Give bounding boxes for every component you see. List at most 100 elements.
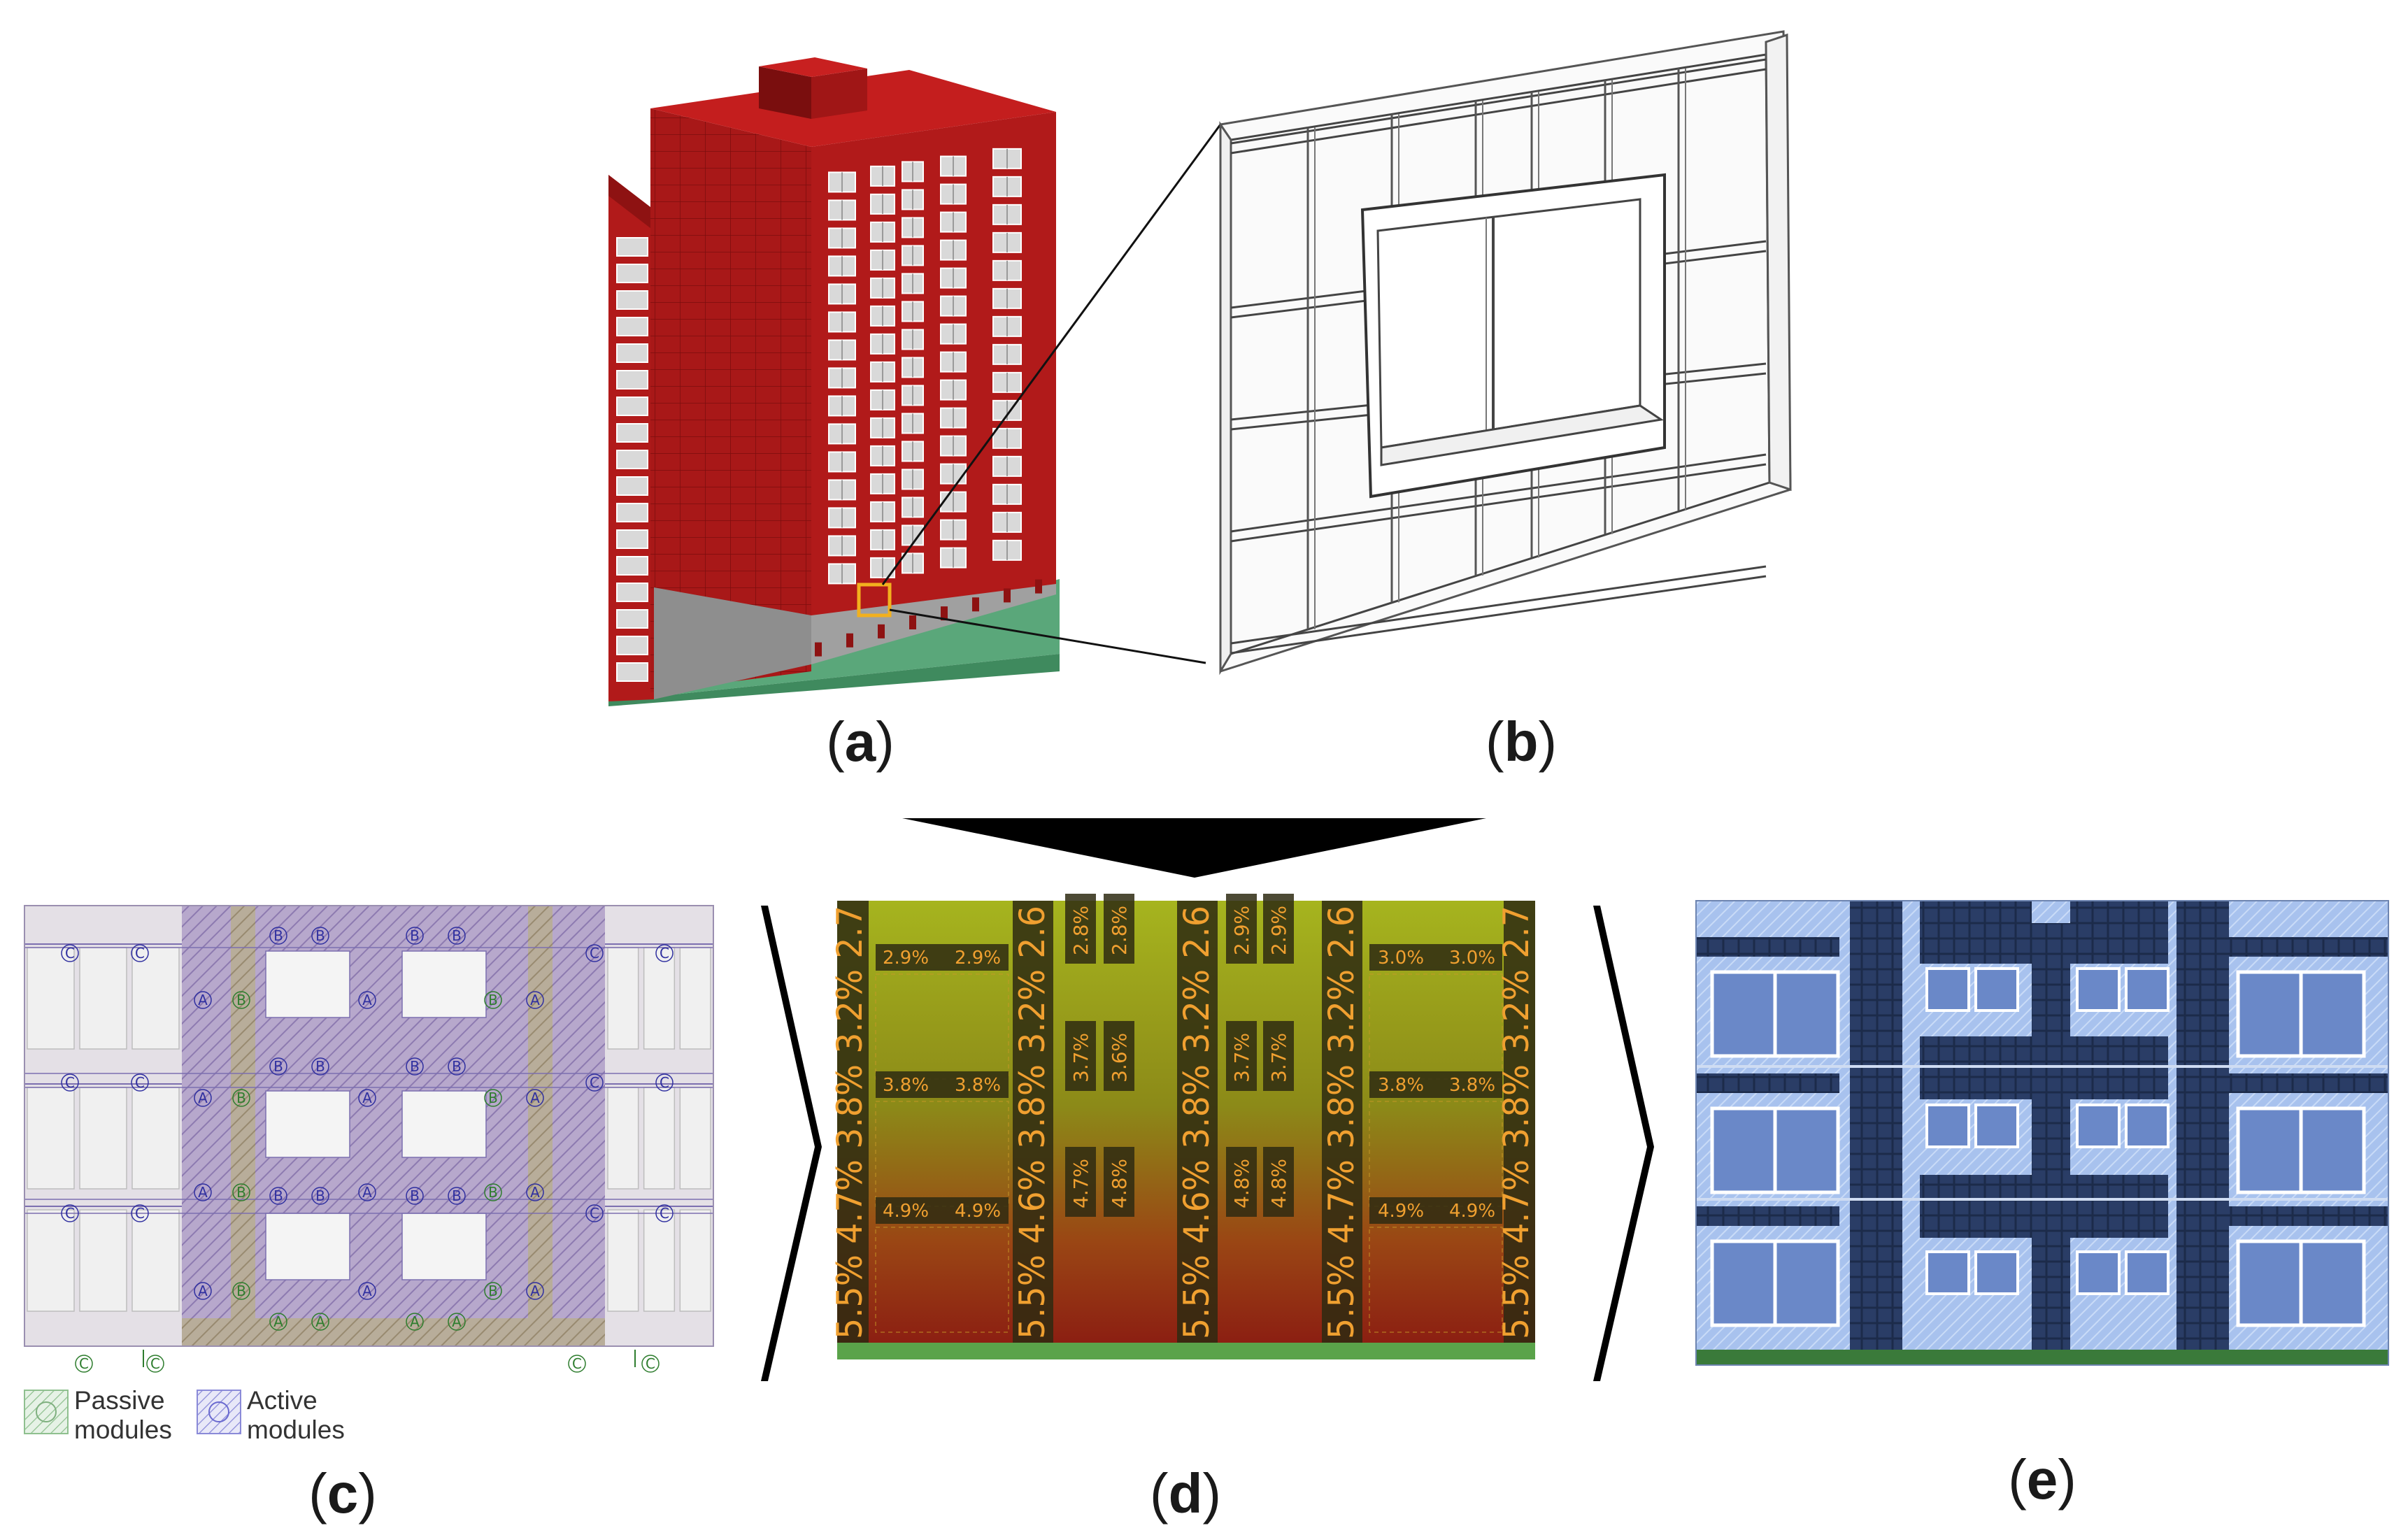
building-3d-model (608, 57, 1060, 706)
tower-side-face (650, 108, 811, 692)
svg-text:3.6%: 3.6% (1108, 1033, 1131, 1083)
svg-text:3.8%: 3.8% (955, 1075, 1001, 1096)
svg-text:C: C (646, 1355, 655, 1372)
svg-text:5.5% 4.6% 3.8% 3.2% 2.6: 5.5% 4.6% 3.8% 3.2% 2.6 (1176, 906, 1217, 1339)
zoom-line-bottom (889, 608, 1206, 664)
svg-text:A: A (273, 1313, 283, 1330)
svg-text:A: A (362, 1283, 372, 1299)
svg-text:A: A (198, 1090, 208, 1106)
svg-text:4.8%: 4.8% (1230, 1159, 1253, 1208)
performance-heatmap: 5.5% 4.7% 3.8% 3.2% 2.7 5.5% 4.6% 3.8% 3.… (829, 894, 1537, 1359)
rendered-facade (1695, 900, 2389, 1366)
svg-text:A: A (530, 1090, 540, 1106)
selected-module-highlight (857, 583, 892, 617)
svg-text:B: B (236, 992, 246, 1008)
caption-c: (c) (308, 1462, 377, 1525)
chevron-right-icon (761, 906, 822, 1381)
legend-passive-label: Passive modules (74, 1386, 172, 1444)
svg-text:4.9%: 4.9% (1449, 1201, 1495, 1222)
svg-text:A: A (198, 992, 208, 1008)
svg-text:C: C (660, 1074, 669, 1091)
svg-text:C: C (65, 1074, 75, 1091)
svg-text:C: C (135, 945, 145, 962)
legend-active-label: Active modules (247, 1386, 345, 1444)
svg-text:5.5% 4.7% 3.8% 3.2% 2.7: 5.5% 4.7% 3.8% 3.2% 2.7 (1496, 906, 1537, 1339)
svg-text:C: C (590, 1205, 599, 1222)
svg-text:A: A (530, 1184, 540, 1201)
svg-text:4.8%: 4.8% (1267, 1159, 1290, 1208)
svg-text:A: A (362, 1090, 372, 1106)
svg-text:2.9%: 2.9% (1267, 906, 1290, 955)
caption-e: (e) (2008, 1448, 2076, 1511)
chevron-right-icon (1593, 906, 1654, 1381)
svg-text:3.8%: 3.8% (1449, 1075, 1495, 1096)
svg-text:C: C (65, 945, 75, 962)
svg-text:3.8%: 3.8% (1378, 1075, 1424, 1096)
svg-text:5.5% 4.7% 3.8% 3.2% 2.7: 5.5% 4.7% 3.8% 3.2% 2.7 (829, 906, 870, 1339)
svg-text:B: B (488, 992, 498, 1008)
svg-text:A: A (198, 1283, 208, 1299)
svg-text:4.9%: 4.9% (955, 1201, 1001, 1222)
caption-b: (b) (1485, 711, 1558, 773)
svg-text:3.0%: 3.0% (1449, 948, 1495, 969)
svg-text:A: A (452, 1313, 462, 1330)
svg-text:2.9%: 2.9% (1230, 906, 1253, 955)
svg-text:2.8%: 2.8% (1108, 906, 1131, 955)
svg-text:C: C (590, 1074, 599, 1091)
svg-text:B: B (273, 927, 283, 944)
svg-text:C: C (590, 945, 599, 962)
svg-text:A: A (530, 992, 540, 1008)
svg-text:B: B (315, 1058, 325, 1075)
svg-text:A: A (362, 1184, 372, 1201)
svg-text:4.8%: 4.8% (1108, 1159, 1131, 1208)
svg-text:B: B (273, 1058, 283, 1075)
svg-text:5.5% 4.7% 3.8% 3.2% 2.6: 5.5% 4.7% 3.8% 3.2% 2.6 (1321, 906, 1362, 1339)
svg-text:A: A (530, 1283, 540, 1299)
svg-text:C: C (660, 1205, 669, 1222)
svg-text:C: C (660, 945, 669, 962)
svg-text:B: B (236, 1283, 246, 1299)
flow-arrow-icon (902, 818, 1486, 878)
svg-text:A: A (198, 1184, 208, 1201)
svg-text:B: B (488, 1283, 498, 1299)
svg-text:C: C (65, 1205, 75, 1222)
svg-text:B: B (452, 927, 462, 944)
svg-text:B: B (236, 1184, 246, 1201)
svg-text:3.7%: 3.7% (1230, 1033, 1253, 1083)
svg-text:B: B (315, 927, 325, 944)
svg-text:C: C (79, 1355, 89, 1372)
zoom-line-top (881, 124, 1222, 585)
svg-text:B: B (410, 1058, 420, 1075)
svg-text:A: A (362, 992, 372, 1008)
svg-text:C: C (135, 1205, 145, 1222)
svg-text:3.8%: 3.8% (883, 1075, 929, 1096)
legend-passive-swatch (24, 1390, 69, 1434)
svg-text:B: B (410, 1187, 420, 1204)
svg-text:B: B (410, 927, 420, 944)
svg-text:B: B (452, 1187, 462, 1204)
caption-d: (d) (1149, 1462, 1222, 1525)
svg-text:2.9%: 2.9% (955, 948, 1001, 969)
svg-text:3.7%: 3.7% (1069, 1033, 1092, 1083)
svg-text:4.9%: 4.9% (883, 1201, 929, 1222)
svg-text:2.9%: 2.9% (883, 948, 929, 969)
legend-active-swatch (197, 1390, 241, 1434)
building-windows (616, 148, 1042, 682)
svg-text:A: A (315, 1313, 325, 1330)
svg-text:5.5% 4.6% 3.8% 3.2% 2.6: 5.5% 4.6% 3.8% 3.2% 2.6 (1012, 906, 1053, 1339)
svg-text:3.0%: 3.0% (1378, 948, 1424, 969)
legend (24, 1390, 241, 1434)
module-wireframe (1219, 30, 1792, 676)
svg-text:3.7%: 3.7% (1267, 1033, 1290, 1083)
svg-text:B: B (236, 1090, 246, 1106)
svg-text:C: C (150, 1355, 160, 1372)
svg-text:4.7%: 4.7% (1069, 1159, 1092, 1208)
svg-text:2.8%: 2.8% (1069, 906, 1092, 955)
svg-text:B: B (273, 1187, 283, 1204)
caption-a: (a) (826, 711, 895, 773)
svg-text:B: B (315, 1187, 325, 1204)
svg-text:C: C (135, 1074, 145, 1091)
svg-text:4.9%: 4.9% (1378, 1201, 1424, 1222)
